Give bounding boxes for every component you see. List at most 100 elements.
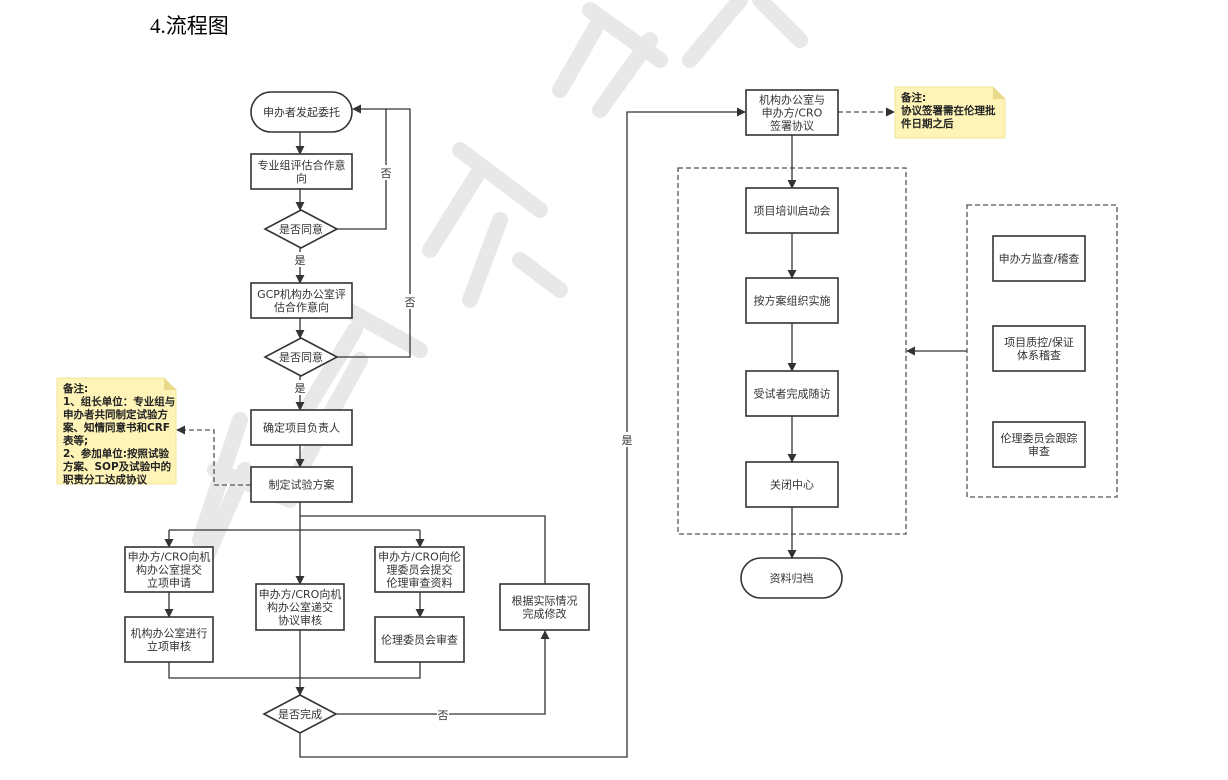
node-label: 申办方监查/稽查 — [999, 252, 1080, 266]
node-label: 立项申请 — [147, 576, 191, 590]
note-text: 件日期之后 — [901, 117, 954, 130]
node-label: 关闭中心 — [770, 478, 814, 492]
decision-diamond — [262, 694, 338, 734]
connector-line — [168, 662, 421, 679]
node-protocol: 制定试验方案 — [250, 466, 353, 503]
process-box — [250, 153, 353, 190]
node-label: 申办方/CRO — [762, 106, 823, 120]
node-close: 关闭中心 — [745, 461, 839, 508]
note-text: 方案、SOP及试验中的 — [63, 460, 171, 473]
node-label: 申办方/CRO向机 — [128, 550, 211, 564]
node-label: 协议审核 — [278, 613, 322, 627]
note-text: 申办者共同制定试验方 — [63, 408, 168, 421]
process-box — [745, 89, 839, 136]
note-text: 备注: — [62, 382, 88, 395]
connector-line — [300, 515, 546, 584]
watermark — [192, 0, 808, 568]
process-box — [745, 370, 839, 417]
node-label: 构办公室递交 — [267, 600, 333, 614]
node-label: 专业组评估合作意 — [258, 158, 346, 172]
process-box — [992, 421, 1086, 468]
node-label: 签署协议 — [770, 119, 814, 133]
process-box — [250, 409, 353, 446]
terminal-shape — [740, 557, 843, 599]
process-box — [745, 187, 839, 234]
node-label: 机构办公室进行 — [131, 626, 208, 640]
node-label: 体系稽查 — [1017, 348, 1061, 362]
edge-label-no1: 否 — [381, 167, 392, 180]
node-label: 受试者完成随访 — [754, 387, 831, 401]
edge-label-no2: 否 — [405, 296, 416, 309]
node-label: 估合作意向 — [274, 300, 329, 314]
node-label: 是否同意 — [279, 222, 323, 236]
decision-diamond — [263, 209, 339, 249]
node-label: 理委员会提交 — [387, 563, 453, 577]
node-implement: 按方案组织实施 — [745, 277, 839, 324]
process-box — [250, 282, 353, 319]
node-monitor: 申办方监查/稽查 — [992, 235, 1086, 282]
node-label: 构办公室提交 — [136, 563, 202, 577]
node-label: 按方案组织实施 — [754, 294, 831, 308]
node-done: 是否完成 — [262, 694, 338, 734]
process-box — [124, 546, 214, 593]
node-label: 申办方/CRO向伦 — [378, 550, 461, 564]
process-box — [250, 466, 353, 503]
page-title: 4.流程图 — [150, 14, 229, 38]
node-label: 机构办公室与 — [759, 93, 825, 107]
note-text: 协议签署需在伦理批 — [901, 104, 996, 117]
node-label: 伦理委员会审查 — [381, 633, 458, 647]
node-label: 立项审核 — [147, 639, 191, 653]
watermark-stroke — [682, 0, 808, 68]
note-text: 1、组长单位：专业组与 — [63, 395, 175, 408]
node-label: 项目培训启动会 — [754, 204, 831, 218]
node-label: 申办方/CRO向机 — [259, 587, 342, 601]
note-text: 备注: — [900, 91, 926, 104]
note-left: 备注:1、组长单位：专业组与申办者共同制定试验方案、知情同意书和CRF表等;2、… — [56, 377, 177, 486]
edge-label-yes-done: 是 — [622, 434, 633, 447]
node-label: 制定试验方案 — [269, 478, 335, 492]
note-text: 案、知情同意书和CRF — [62, 421, 170, 434]
node-label: 伦理委员会跟踪 — [1001, 431, 1078, 445]
node-label: 根据实际情况 — [512, 594, 578, 608]
node-label: 向 — [296, 171, 307, 185]
node-label: 申办者发起委托 — [263, 105, 340, 119]
terminal-shape — [250, 91, 353, 133]
edge-label-yes1: 是 — [295, 254, 306, 267]
note-text: 2、参加单位:按照试验 — [63, 447, 170, 460]
node-start: 申办者发起委托 — [250, 91, 353, 133]
note-text: 表等; — [62, 434, 88, 447]
node-label: 完成修改 — [523, 607, 567, 621]
node-followup: 受试者完成随访 — [745, 370, 839, 417]
node-label: GCP机构办公室评 — [257, 287, 346, 301]
node-agree2: 是否同意 — [263, 337, 339, 377]
note-text: 职责分工达成协议 — [63, 473, 147, 486]
connector-line — [337, 108, 411, 358]
process-box — [499, 583, 590, 631]
process-box — [124, 616, 214, 663]
process-box — [374, 616, 465, 663]
node-label: 审查 — [1028, 444, 1050, 458]
node-label: 项目质控/保证 — [1004, 335, 1074, 349]
node-label: 资料归档 — [770, 571, 814, 585]
process-box — [745, 277, 839, 324]
edge-label-no-done: 否 — [438, 709, 449, 722]
node-label: 是否完成 — [278, 707, 322, 721]
node-label: 确定项目负责人 — [263, 421, 340, 435]
watermark-stroke — [422, 142, 568, 308]
process-box — [992, 325, 1086, 372]
connector-line — [299, 107, 746, 758]
process-box — [255, 583, 345, 631]
node-archive: 资料归档 — [740, 557, 843, 599]
node-ethics-review: 伦理委员会审查 — [374, 616, 465, 663]
connector-line — [336, 630, 550, 715]
